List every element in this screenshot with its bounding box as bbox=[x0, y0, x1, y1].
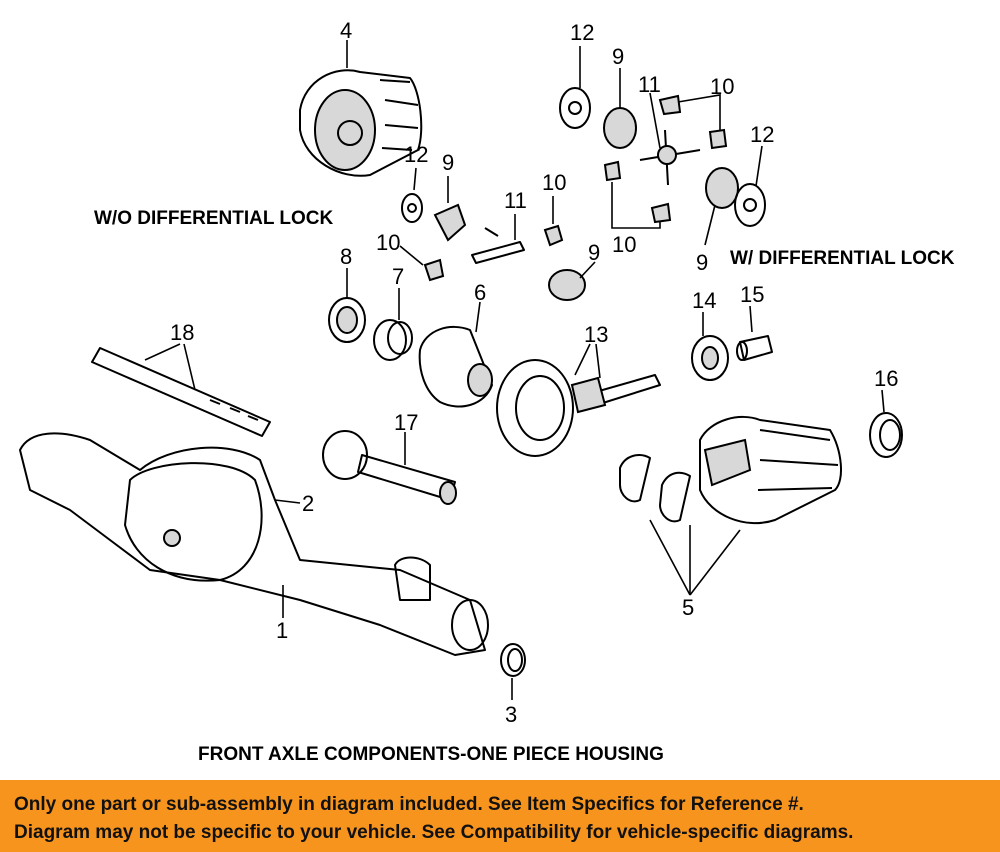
callout-11a: 11 bbox=[504, 188, 527, 213]
diagram-caption: FRONT AXLE COMPONENTS-ONE PIECE HOUSING bbox=[198, 744, 664, 765]
part-side-gear-lock-upper bbox=[603, 107, 637, 149]
leader-13b bbox=[595, 343, 601, 379]
callout-9b: 9 bbox=[588, 240, 600, 265]
part-side-gear-center bbox=[548, 269, 586, 301]
leader-12c bbox=[755, 145, 763, 187]
leader-2 bbox=[274, 499, 301, 504]
with-lock-heading: W/ DIFFERENTIAL LOCK bbox=[730, 248, 955, 269]
disclaimer-line-1: Only one part or sub-assembly in diagram… bbox=[14, 794, 804, 815]
callout-15: 15 bbox=[740, 282, 764, 307]
part-side-gear-left bbox=[433, 203, 467, 242]
callout-9a: 9 bbox=[442, 150, 454, 175]
callout-8: 8 bbox=[340, 244, 352, 269]
callout-18: 18 bbox=[170, 320, 194, 345]
part-pinion-shaft-left bbox=[471, 227, 525, 264]
part-bearing-race-16 bbox=[869, 412, 903, 458]
leader-18b bbox=[183, 343, 196, 391]
exploded-axle-diagram: W/O DIFFERENTIAL LOCK W/ DIFFERENTIAL LO… bbox=[19, 18, 955, 765]
callout-9d: 9 bbox=[696, 250, 708, 275]
disclaimer-line-2: Diagram may not be specific to your vehi… bbox=[14, 822, 854, 843]
leader-10d bbox=[611, 182, 661, 229]
callout-9c: 9 bbox=[612, 44, 624, 69]
leader-18a bbox=[144, 343, 181, 361]
part-ring-and-pinion bbox=[496, 359, 661, 457]
part-thrust-washer-right bbox=[734, 183, 766, 227]
callout-17: 17 bbox=[394, 410, 418, 435]
leader-9b bbox=[579, 261, 596, 279]
leader-5a bbox=[649, 519, 691, 596]
callout-11b: 11 bbox=[638, 72, 661, 97]
callout-10a: 10 bbox=[542, 170, 566, 195]
callout-3: 3 bbox=[505, 702, 517, 727]
callout-10b: 10 bbox=[376, 230, 400, 255]
leader-12a bbox=[413, 167, 417, 191]
part-differential-case-top bbox=[299, 69, 423, 177]
callout-12a: 12 bbox=[404, 142, 428, 167]
callout-12b: 12 bbox=[570, 20, 594, 45]
part-axle-shaft-18 bbox=[91, 347, 271, 437]
leader-10c bbox=[677, 94, 721, 130]
callout-6: 6 bbox=[474, 280, 486, 305]
callout-14: 14 bbox=[692, 288, 716, 313]
callout-10c: 10 bbox=[710, 74, 734, 99]
part-side-gear-lock-right bbox=[705, 167, 739, 209]
leader-13a bbox=[574, 343, 591, 376]
part-pinion-gear-left-a bbox=[543, 224, 564, 247]
part-pinion-gear-left-b bbox=[423, 258, 445, 282]
leader-11b bbox=[649, 92, 661, 149]
part-spacer-15 bbox=[736, 335, 773, 361]
callout-5: 5 bbox=[682, 595, 694, 620]
without-lock-heading: W/O DIFFERENTIAL LOCK bbox=[94, 208, 334, 229]
leader-16 bbox=[881, 389, 885, 413]
leader-9d bbox=[704, 204, 716, 246]
disclaimer-banner: Only one part or sub-assembly in diagram… bbox=[0, 780, 1000, 852]
leader-10b bbox=[399, 245, 424, 266]
callout-4: 4 bbox=[340, 18, 352, 43]
leader-6 bbox=[475, 301, 481, 333]
part-spider-cross bbox=[639, 129, 701, 186]
part-inner-axle-17 bbox=[322, 430, 457, 505]
part-differential-carrier bbox=[418, 325, 493, 408]
callout-7: 7 bbox=[392, 264, 404, 289]
leader-15 bbox=[749, 305, 753, 333]
callout-1: 1 bbox=[276, 618, 288, 643]
part-pinion-gears-lock bbox=[603, 94, 728, 224]
callout-12c: 12 bbox=[750, 122, 774, 147]
part-thrust-washer-upper bbox=[559, 87, 591, 129]
part-seal-3 bbox=[500, 643, 526, 677]
part-bearing-14 bbox=[691, 335, 729, 381]
part-bearing-race-7 bbox=[373, 319, 413, 361]
part-thrust-washer-left bbox=[401, 193, 423, 223]
leader-5c bbox=[689, 529, 741, 596]
callout-16: 16 bbox=[874, 366, 898, 391]
part-bearing-8 bbox=[328, 297, 366, 343]
part-differential-case-lock bbox=[619, 415, 842, 525]
callout-13: 13 bbox=[584, 322, 608, 347]
callout-2: 2 bbox=[302, 491, 314, 516]
part-axle-housing bbox=[19, 432, 489, 656]
callout-10d: 10 bbox=[612, 232, 636, 257]
